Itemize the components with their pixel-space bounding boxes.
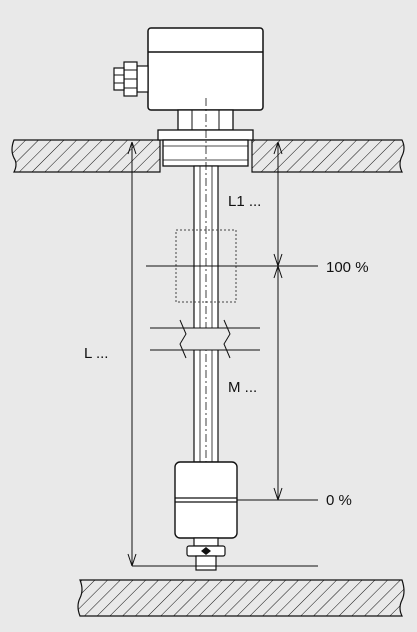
label-l: L ...	[84, 345, 108, 362]
label-0-percent: 0 %	[326, 492, 352, 509]
float	[174, 461, 238, 539]
label-m: M ...	[228, 379, 257, 396]
housing	[113, 27, 264, 167]
cable-gland	[113, 61, 149, 97]
tank-bottom	[77, 579, 405, 617]
dimension-lines	[127, 141, 318, 567]
top-flange	[11, 139, 405, 173]
label-l1: L1 ...	[228, 193, 261, 210]
break-mark	[150, 319, 260, 359]
label-100-percent: 100 %	[326, 259, 369, 276]
